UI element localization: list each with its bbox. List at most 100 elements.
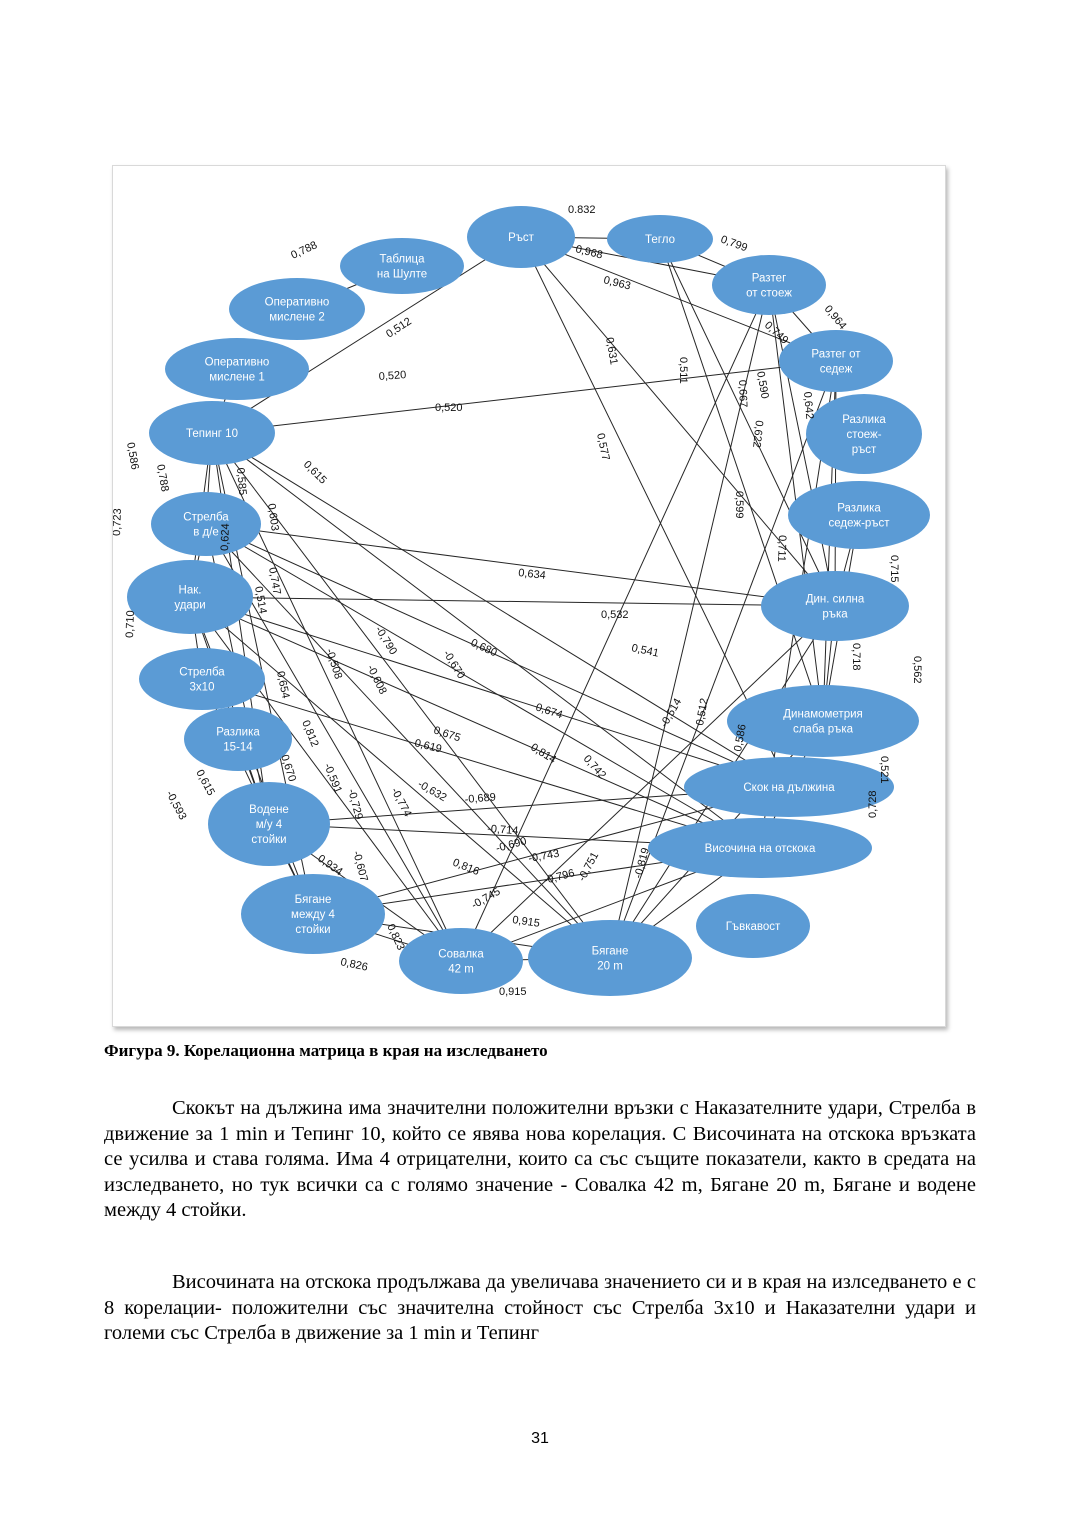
edge-label: 0,599: [733, 491, 745, 519]
edge-rast-razteg-sedezh: [520, 236, 837, 362]
edge-din-silna-sovalka: [460, 605, 836, 962]
node-tepping: Тепинг 10: [149, 401, 275, 465]
edge-label: 0,586: [732, 723, 749, 752]
node-label: Разтег: [752, 273, 787, 285]
node-shape: [696, 894, 810, 958]
edge-label: 0,715: [888, 555, 900, 583]
node-gavkavost: Гъвкавост: [696, 894, 810, 958]
node-shape: [684, 757, 894, 817]
node-label: на Шулте: [377, 269, 427, 281]
node-shape: [165, 338, 309, 400]
node-label: седеж-ръст: [829, 518, 891, 530]
edge-strelba-dve-skok: [205, 523, 790, 788]
edge-label: 0,514: [252, 585, 269, 614]
edge-label: -0,632: [416, 778, 449, 804]
node-shape: [340, 238, 464, 294]
node-shape: [149, 401, 275, 465]
edge-razteg-stoezh-byagane20: [609, 284, 770, 959]
node-teglo: Тегло: [607, 215, 713, 263]
edge-nak-udari-byagane20: [189, 596, 611, 959]
edge-strelba-dve-din-silna: [205, 523, 836, 607]
edge-label: -0,514: [658, 696, 684, 729]
edge-label: 0,615: [193, 768, 217, 798]
edge-label: -0,714: [487, 823, 519, 837]
edge-label: -0,593: [163, 789, 188, 822]
edge-label: 0,622: [750, 420, 765, 449]
node-shape: [139, 648, 265, 710]
edge-label: 0,511: [677, 357, 689, 384]
edge-label: -0,607: [350, 850, 370, 883]
node-shape: [761, 571, 909, 641]
node-nak-udari: Нак.удари: [127, 560, 253, 634]
edge-rast-tepping: [211, 236, 522, 434]
node-shape: [184, 707, 292, 771]
node-label: ръст: [852, 444, 877, 456]
node-rast: Ръст: [467, 206, 575, 268]
edge-rast-skok: [520, 236, 790, 788]
edge-label: 0,521: [878, 756, 890, 784]
node-label: Оперативно: [205, 357, 270, 369]
node-label: 15-14: [223, 742, 253, 754]
edge-teglo-dinamometria: [659, 238, 824, 722]
node-label: Дин. силна: [806, 594, 865, 606]
edge-skok-byagane-mezhdu: [312, 786, 790, 915]
edge-razteg-sedezh-byagane20: [609, 360, 837, 959]
node-skok: Скок на дължина: [684, 757, 894, 817]
edge-label: 0,603: [265, 503, 281, 532]
edge-tepping-visochina: [211, 432, 761, 849]
node-label: м/у 4: [256, 819, 283, 831]
edge-nak-udari-visochina: [189, 596, 761, 849]
edge-label: 0,723: [113, 508, 124, 536]
edge-label: 0,586: [124, 441, 141, 470]
edge-label: 0,562: [911, 656, 923, 684]
node-label: Оперативно: [265, 297, 330, 309]
edge-label: 0,799: [719, 234, 749, 255]
edge-label: 0,814: [528, 741, 558, 766]
edge-label: 0,747: [266, 566, 283, 595]
edge-label: 0,718: [850, 643, 862, 671]
node-shape: [648, 818, 872, 878]
edge-label: 0,788: [154, 463, 171, 492]
node-visochina: Височина на отскока: [648, 818, 872, 878]
node-label: мислене 1: [209, 372, 265, 384]
edge-label: 0,728: [867, 790, 879, 818]
node-label: Тепинг 10: [186, 428, 238, 440]
node-label: Динамометрия: [783, 709, 863, 721]
edge-label: -0,608: [364, 663, 388, 696]
node-shape: [528, 920, 692, 996]
node-shape: [229, 278, 365, 340]
node-shape: [806, 394, 922, 474]
node-label: Ръст: [508, 232, 535, 244]
edge-label: 0,520: [378, 369, 406, 383]
node-shape: [788, 481, 930, 549]
node-label: Скок на дължина: [743, 782, 835, 794]
edge-label: 0,532: [601, 609, 629, 621]
edge-label: 0,816: [451, 857, 481, 878]
edge-razteg-sedezh-tepping: [211, 360, 837, 434]
edge-label: -0,729: [345, 788, 365, 821]
edge-label: 0,619: [413, 737, 443, 755]
node-shape: [712, 255, 826, 315]
edge-rast-din-silna: [520, 236, 836, 607]
edge-label: 0,964: [822, 303, 849, 332]
node-label: Разлика: [216, 727, 260, 739]
edge-strelba-dve-visochina: [205, 523, 761, 849]
node-shape: [467, 206, 575, 268]
page-number: 31: [531, 1430, 549, 1447]
edge-label: 0,915: [499, 986, 527, 998]
node-label: 42 m: [448, 964, 474, 976]
body-paragraph-1: Скокът на дължина има значителни положит…: [104, 1097, 976, 1221]
node-label: Бягане: [295, 894, 332, 906]
edge-label: 0,634: [518, 567, 547, 582]
edge-razteg-stoezh-sovalka: [460, 284, 770, 962]
